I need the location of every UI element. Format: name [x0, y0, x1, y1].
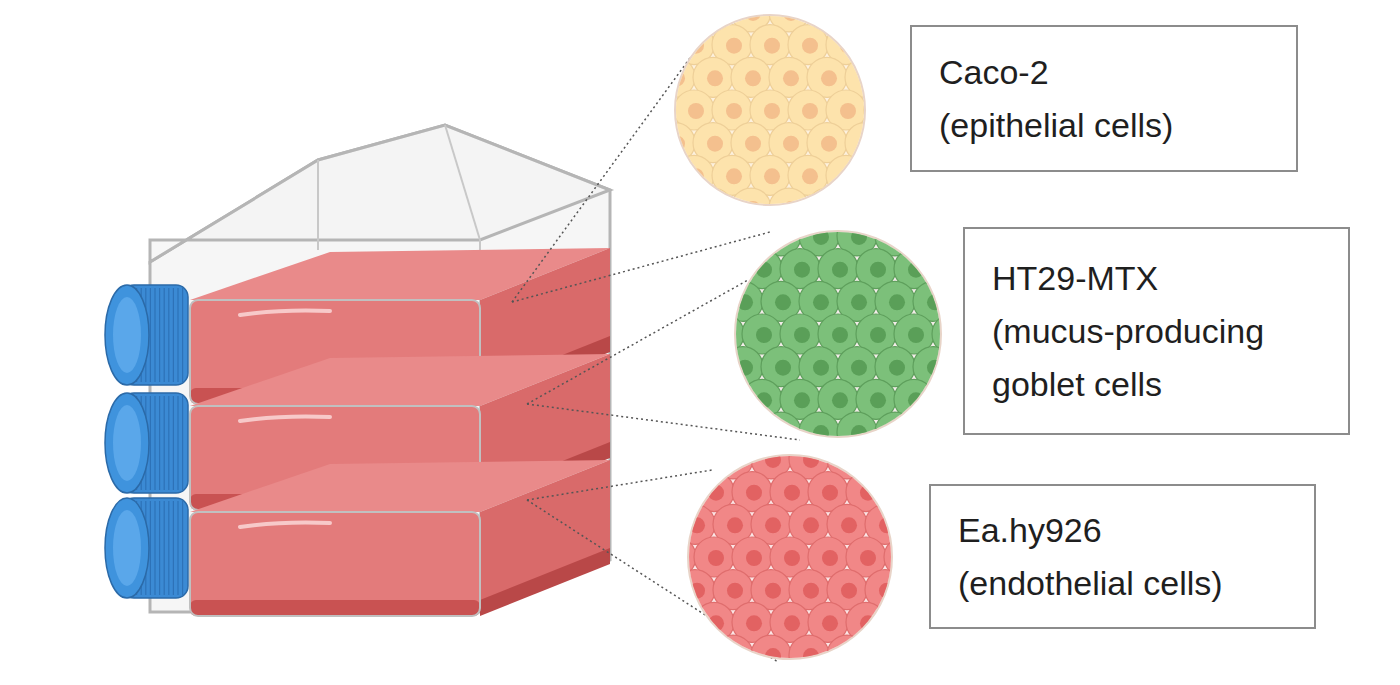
- epithelial-cells: [636, 0, 904, 228]
- flask-caps: [105, 285, 188, 598]
- medium-side: [480, 460, 610, 614]
- cell-line-label: Ea.hy926 (endothelial cells): [958, 504, 1248, 610]
- cell-circle: [688, 455, 892, 659]
- flask-base: [480, 548, 610, 616]
- label-box: Caco-2 (epithelial cells): [910, 25, 1298, 172]
- highlight: [240, 311, 330, 316]
- cell-circle: [735, 231, 941, 437]
- label-box: Ea.hy926 (endothelial cells): [929, 484, 1316, 629]
- flask-cap: [105, 498, 188, 598]
- flask-stack: [190, 248, 610, 616]
- cell-line-label: Caco-2 (epithelial cells): [939, 46, 1189, 152]
- cell-circle: [675, 15, 865, 205]
- highlight: [240, 417, 330, 422]
- flask-base: [190, 600, 480, 616]
- endothelial-cells: [656, 439, 924, 675]
- cell-line-label: HT29-MTX (mucus-producing goblet cells: [992, 252, 1282, 411]
- flask-outline: [190, 512, 480, 616]
- medium-front: [190, 512, 480, 614]
- flask-cap: [105, 393, 188, 493]
- label-box: HT29-MTX (mucus-producing goblet cells: [963, 227, 1350, 435]
- leader-lines: [512, 58, 800, 662]
- goblet-cells: [704, 216, 972, 452]
- highlight: [240, 523, 330, 528]
- flask-layer: [190, 460, 610, 616]
- flask-cap: [105, 285, 188, 385]
